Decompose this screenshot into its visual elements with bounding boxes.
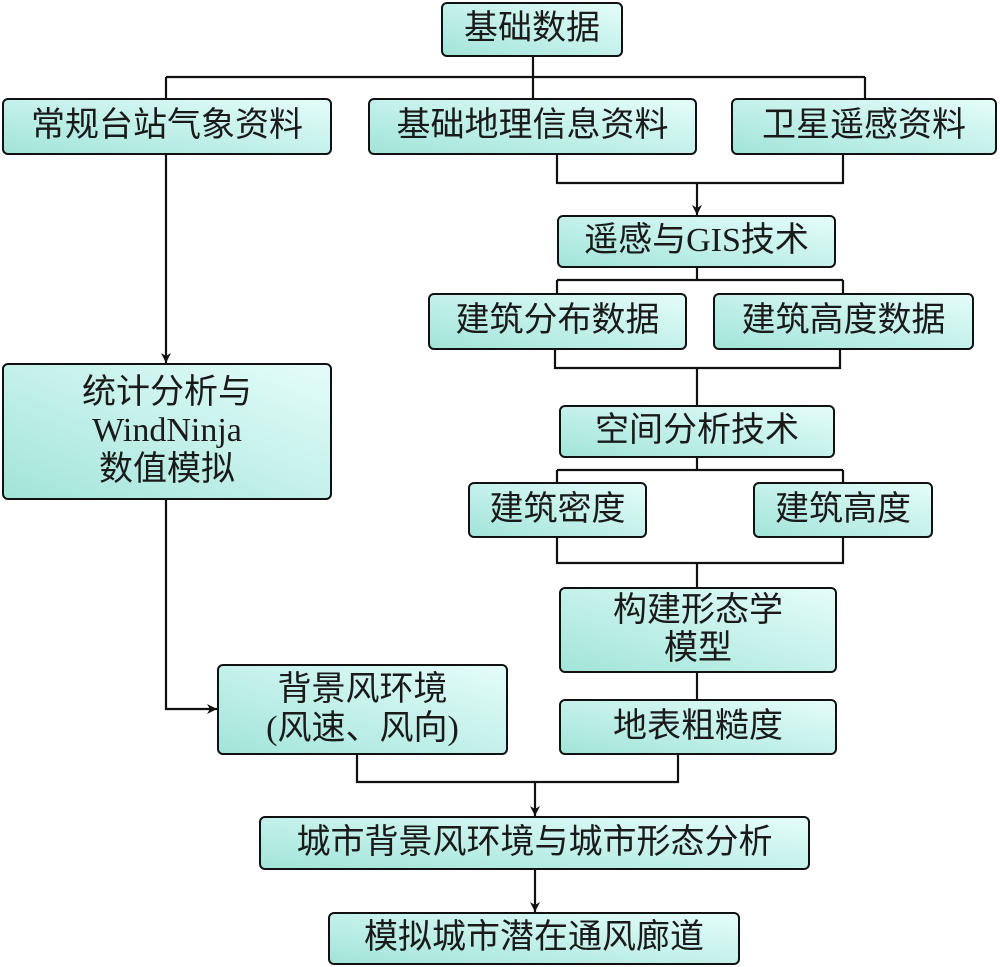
node-label-line1: 背景风环境 — [277, 671, 448, 709]
node-label-line1: 构建形态学 — [613, 591, 783, 629]
connector-merge-to-rsgis — [555, 155, 845, 185]
node-label: 遥感与GIS技术 — [584, 222, 809, 260]
node-label: 空间分析技术 — [595, 412, 799, 450]
node-roughness: 地表粗糙度 — [559, 699, 837, 755]
node-bldg-distribution: 建筑分布数据 — [428, 293, 687, 350]
node-label: 地表粗糙度 — [613, 707, 783, 745]
connector-final-merge — [355, 755, 680, 784]
connector-bldg-merge — [553, 350, 842, 405]
node-label: 模拟城市潜在通风廊道 — [364, 919, 704, 957]
node-label: 基础地理信息资料 — [396, 107, 669, 145]
node-corridor: 模拟城市潜在通风廊道 — [328, 912, 740, 965]
node-bldg-height-data: 建筑高度数据 — [713, 293, 974, 350]
node-label-line2: (风速、风向) — [266, 709, 459, 747]
node-label: 建筑高度数据 — [741, 302, 946, 340]
node-label-line2: 模型 — [664, 630, 732, 667]
node-station-met: 常规台站气象资料 — [2, 98, 332, 155]
node-satellite: 卫星遥感资料 — [731, 98, 997, 155]
node-label: 建筑分布数据 — [455, 302, 660, 340]
node-label: 城市背景风环境与城市形态分析 — [296, 823, 773, 861]
node-geo-info: 基础地理信息资料 — [368, 98, 697, 155]
node-label-line2: WindNinja — [92, 412, 242, 450]
node-morph-model: 构建形态学模型 — [559, 587, 837, 673]
node-urban-analysis: 城市背景风环境与城市形态分析 — [259, 816, 810, 870]
node-spatial-analysis: 空间分析技术 — [559, 405, 835, 458]
connector-base-split — [164, 57, 867, 98]
connector-density-merge — [555, 538, 845, 587]
connector-spatial-split — [555, 458, 845, 482]
node-rs-gis: 遥感与GIS技术 — [557, 215, 836, 268]
node-label: 卫星遥感资料 — [762, 107, 966, 145]
node-label: 基础数据 — [464, 10, 600, 48]
node-label: 常规台站气象资料 — [31, 107, 303, 145]
node-label: 建筑密度 — [489, 490, 626, 528]
node-bg-wind: 背景风环境(风速、风向) — [217, 664, 508, 755]
node-bldg-height: 建筑高度 — [753, 482, 933, 538]
node-label: 建筑高度 — [775, 490, 911, 528]
node-label-line1: 统计分析与 — [82, 374, 252, 412]
arrow-to-bg-wind — [164, 500, 217, 714]
node-bldg-density: 建筑密度 — [468, 482, 647, 538]
connector-rsgis-split — [555, 268, 845, 293]
node-label-line3: 数值模拟 — [99, 450, 235, 488]
node-base-data: 基础数据 — [441, 2, 623, 57]
